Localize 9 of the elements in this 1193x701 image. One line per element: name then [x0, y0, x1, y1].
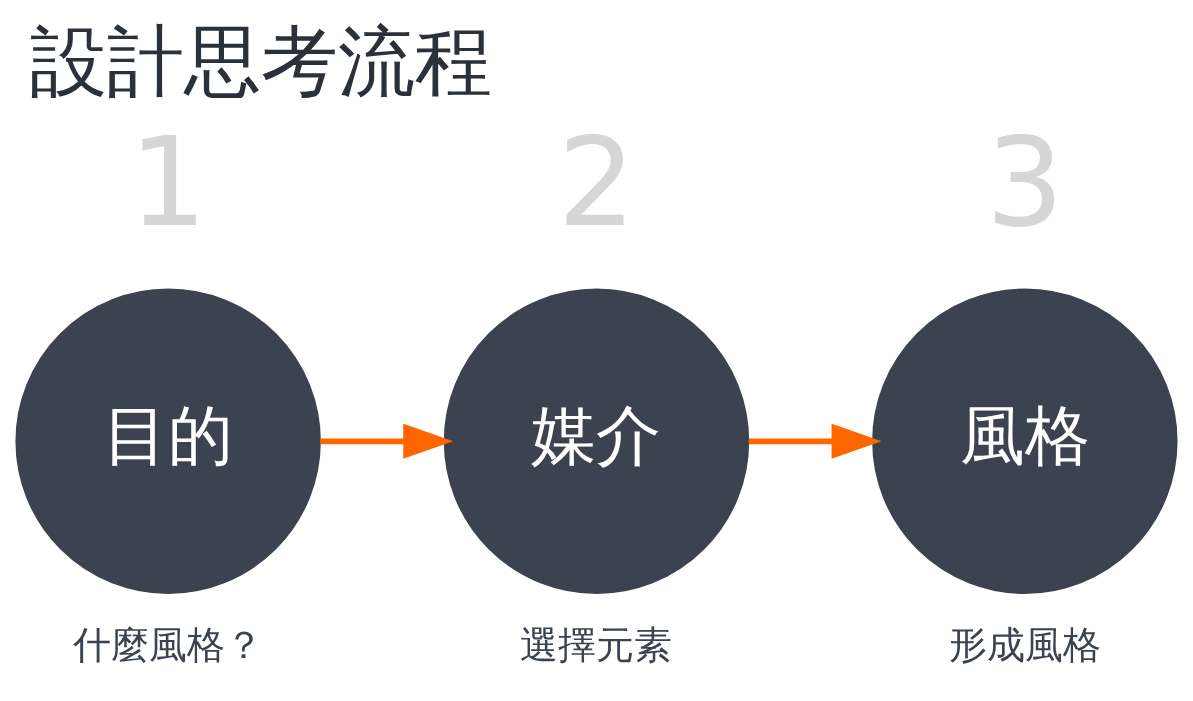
arrow — [320, 423, 454, 459]
node-circle: 目的 — [15, 288, 321, 594]
node-label: 形成風格 — [948, 621, 1101, 667]
node-circle: 風格 — [872, 288, 1178, 594]
node-label: 選擇元素 — [520, 621, 673, 667]
diagram-title: 設計思考流程 — [30, 16, 493, 106]
node-label: 什麼風格？ — [73, 621, 264, 667]
node-circle: 媒介 — [443, 288, 750, 594]
arrow — [748, 423, 882, 459]
